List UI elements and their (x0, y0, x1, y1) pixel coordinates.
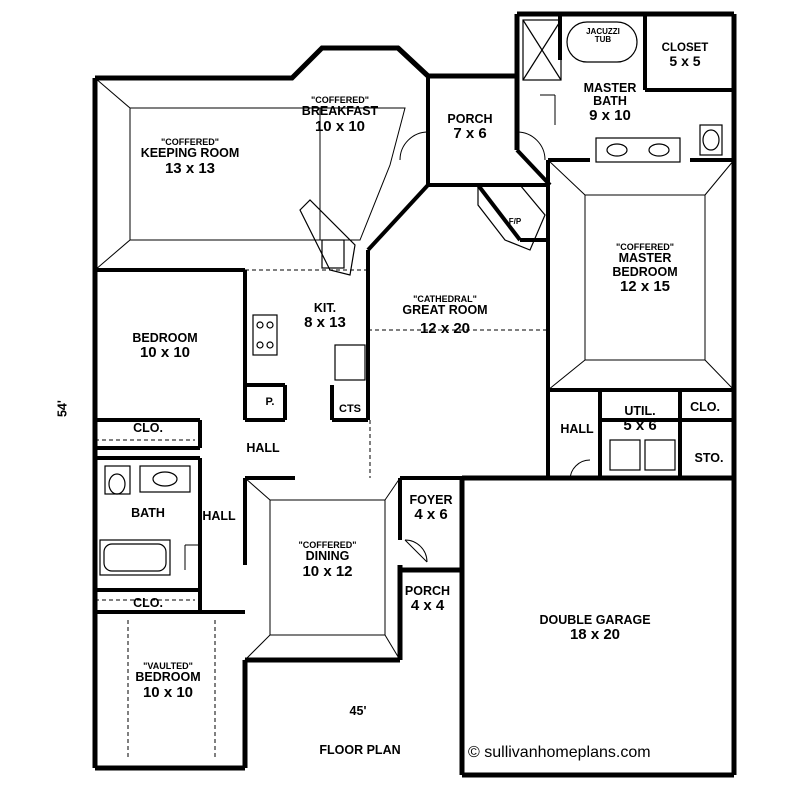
bedroom-1-dims: 10 x 10 (139, 344, 191, 362)
porch-rear-label: PORCH 7 x 6 (435, 112, 505, 143)
bath-name: BATH (131, 506, 165, 520)
bedroom-2-dims: 10 x 10 (142, 683, 194, 701)
porch-front-label: PORCH 4 x 4 (400, 584, 455, 615)
fixtures (99, 19, 723, 576)
hall-1-name: HALL (246, 441, 280, 455)
porch-front-name: PORCH (404, 584, 451, 598)
hall-2-name: HALL (202, 509, 236, 523)
jacuzzi-line2: TUB (594, 35, 612, 45)
fireplace-name: F/P (508, 217, 522, 226)
copyright: © sullivanhomeplans.com (468, 744, 728, 762)
kitchen-dims: 8 x 13 (304, 314, 346, 332)
dashed-lines (95, 269, 548, 760)
breakfast-label: "COFFERED" BREAKFAST 10 x 10 (290, 95, 390, 135)
util-label: UTIL. 5 x 6 (605, 404, 675, 435)
hall-3-name: HALL (560, 422, 594, 436)
master-bath-dims: 9 x 10 (589, 107, 631, 125)
porch-rear-name: PORCH (447, 112, 493, 126)
master-bedroom-line2: BEDROOM (612, 264, 678, 279)
hall-3-label: HALL (552, 422, 602, 436)
master-bedroom-dims: 12 x 15 (619, 277, 671, 295)
kitchen-label: KIT. 8 x 13 (285, 301, 365, 332)
closet-master-dims: 5 x 5 (669, 53, 701, 70)
util-name: UTIL. (624, 404, 656, 418)
bath-label: BATH (118, 506, 178, 520)
keeping-dims: 13 x 13 (164, 159, 216, 177)
bedroom-2-name: BEDROOM (135, 670, 201, 685)
plan-title: FLOOR PLAN (295, 743, 425, 757)
closet-util-name: CLO. (690, 400, 720, 414)
master-bath-line1: MASTER (583, 81, 637, 95)
closet-1-name: CLO. (133, 421, 163, 435)
master-bedroom-label: "COFFERED" MASTER BEDROOM 12 x 15 (590, 242, 700, 295)
foyer-name: FOYER (409, 493, 453, 507)
cts-label: CTS (334, 403, 366, 416)
dining-name: DINING (305, 549, 350, 564)
dining-dims: 10 x 12 (302, 562, 353, 580)
closet-master-label: CLOSET 5 x 5 (650, 42, 720, 69)
keeping-tag: "COFFERED" (160, 137, 220, 147)
closet-2-label: CLO. (118, 596, 178, 610)
dining-tag: "COFFERED" (298, 540, 357, 550)
keeping-room-label: "COFFERED" KEEPING ROOM 13 x 13 (120, 137, 260, 177)
bedroom-2-label: "VAULTED" BEDROOM 10 x 10 (118, 661, 218, 701)
great-room-tag: "CATHEDRAL" (413, 294, 477, 304)
foyer-label: FOYER 4 x 6 (400, 493, 462, 524)
breakfast-dims: 10 x 10 (314, 117, 366, 135)
breakfast-tag: "COFFERED" (310, 95, 370, 105)
pantry-name: P. (265, 396, 275, 408)
master-bedroom-tag: "COFFERED" (615, 242, 675, 252)
great-room-dims: 12 x 20 (419, 319, 471, 337)
closet-util-label: CLO. (680, 400, 730, 414)
kitchen-name: KIT. (313, 301, 337, 315)
garage-label: DOUBLE GARAGE 18 x 20 (520, 613, 670, 644)
porch-front-dims: 4 x 4 (410, 597, 445, 615)
master-bath-label: MASTER BATH 9 x 10 (570, 81, 650, 125)
keeping-name: KEEPING ROOM (140, 146, 240, 161)
hall-2-label: HALL (194, 509, 244, 523)
pantry-label: P. (258, 396, 282, 409)
master-bedroom-line1: MASTER (618, 251, 672, 266)
foyer-dims: 4 x 6 (414, 506, 448, 524)
plan-title-text: FLOOR PLAN (319, 743, 401, 757)
fireplace-label: F/P (500, 212, 530, 229)
interior-walls (95, 15, 734, 614)
breakfast-name: BREAKFAST (301, 104, 379, 119)
bedroom-1-label: BEDROOM 10 x 10 (115, 331, 215, 362)
storage-label: STO. (684, 451, 734, 465)
hall-1-label: HALL (238, 441, 288, 455)
jacuzzi-tub-label: JACUZZI TUB (578, 27, 628, 45)
width-dimension: 45' (338, 704, 378, 718)
storage-name: STO. (694, 451, 724, 465)
garage-name: DOUBLE GARAGE (539, 613, 651, 627)
bedroom-1-name: BEDROOM (132, 331, 198, 345)
garage-dims: 18 x 20 (569, 626, 621, 644)
great-room-name: GREAT ROOM (402, 303, 488, 318)
jacuzzi-line1: JACUZZI (586, 27, 620, 36)
exterior-walls (92, 11, 737, 778)
cts-name: CTS (339, 403, 361, 415)
bedroom-2-tag: "VAULTED" (143, 661, 193, 671)
util-dims: 5 x 6 (623, 417, 657, 435)
dining-label: "COFFERED" DINING 10 x 12 (270, 540, 385, 580)
closet-2-name: CLO. (133, 596, 163, 610)
closet-1-label: CLO. (118, 421, 178, 435)
copyright-text: © sullivanhomeplans.com (468, 744, 651, 761)
porch-rear-dims: 7 x 6 (453, 125, 487, 143)
master-bath-line2: BATH (593, 94, 627, 109)
great-room-label: "CATHEDRAL" GREAT ROOM 12 x 20 (380, 294, 510, 337)
doors (184, 94, 591, 570)
depth-dimension: 54' (55, 394, 70, 424)
closet-master-name: CLOSET (661, 42, 709, 54)
width-dimension-text: 45' (349, 704, 367, 718)
ceiling-outlines (94, 77, 735, 661)
depth-dimension-text: 54' (55, 400, 70, 418)
